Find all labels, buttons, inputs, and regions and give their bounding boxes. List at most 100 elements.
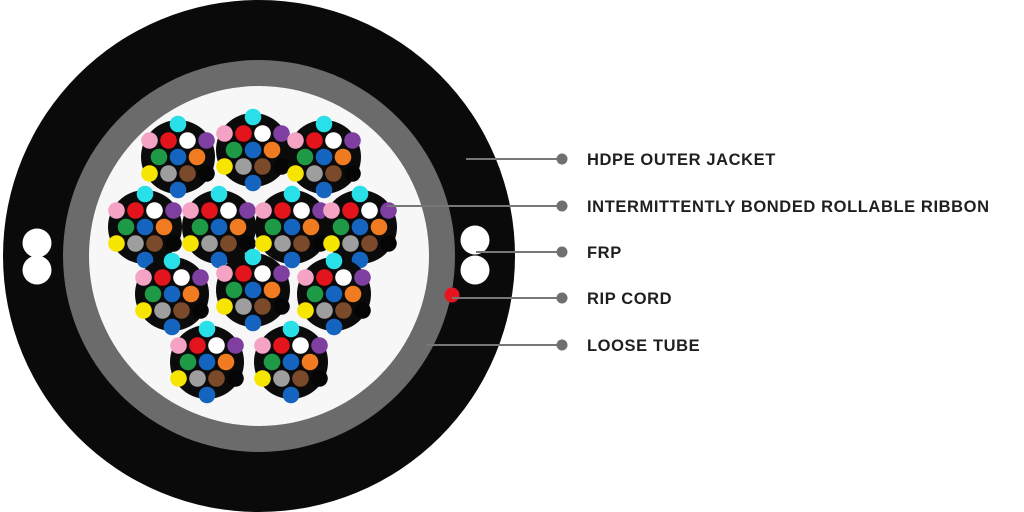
fiber: [244, 314, 262, 332]
ribbon-bundle: [108, 185, 182, 269]
fiber: [311, 337, 328, 354]
fiber: [380, 202, 397, 219]
frp-rods-right: [460, 225, 490, 285]
frp-rod: [460, 255, 490, 285]
fiber: [254, 370, 271, 387]
fiber: [344, 132, 361, 149]
ribbon-bundle: [287, 115, 361, 199]
label-loose-tube: LOOSE TUBE: [587, 337, 700, 355]
rip-cord: [444, 287, 460, 303]
fiber: [108, 235, 125, 252]
fiber: [191, 218, 209, 236]
fiber: [342, 202, 359, 219]
fiber: [117, 218, 135, 236]
fiber: [229, 218, 247, 236]
fiber: [146, 202, 163, 219]
fiber: [244, 108, 262, 126]
fiber: [160, 165, 177, 182]
fiber: [306, 285, 324, 303]
fiber: [263, 353, 281, 371]
ribbon-bundles: [108, 108, 397, 404]
fiber: [173, 269, 190, 286]
fiber: [146, 235, 163, 252]
ribbon-bundle: [182, 185, 256, 269]
fiber: [235, 298, 252, 315]
fiber: [188, 148, 206, 166]
fiber: [325, 318, 343, 336]
fiber: [354, 269, 371, 286]
fiber: [282, 353, 300, 371]
callout-frp: FRP: [476, 244, 621, 262]
fiber: [136, 185, 154, 203]
leader-dot: [556, 292, 568, 304]
fiber: [325, 252, 343, 270]
fiber: [323, 235, 340, 252]
fiber: [264, 218, 282, 236]
fiber: [182, 285, 200, 303]
fiber: [239, 202, 256, 219]
fiber: [192, 302, 209, 319]
fiber: [344, 165, 361, 182]
fiber: [311, 370, 328, 387]
ribbon-bundle: [135, 252, 209, 336]
fiber: [274, 202, 291, 219]
fiber: [293, 202, 310, 219]
fiber: [155, 218, 173, 236]
fiber: [274, 235, 291, 252]
fiber: [208, 337, 225, 354]
fiber: [163, 318, 181, 336]
callouts: HDPE OUTER JACKET INTERMITTENTLY BONDED …: [387, 151, 990, 355]
fiber: [244, 281, 262, 299]
fiber: [370, 218, 388, 236]
fiber: [189, 337, 206, 354]
fiber: [201, 235, 218, 252]
leader-dot: [556, 200, 568, 212]
fiber: [179, 132, 196, 149]
fiber: [208, 370, 225, 387]
fiber: [189, 370, 206, 387]
fiber: [273, 265, 290, 282]
fiber: [301, 353, 319, 371]
fiber: [283, 251, 301, 269]
fiber: [325, 132, 342, 149]
fiber: [297, 302, 314, 319]
fiber: [235, 158, 252, 175]
callout-rip-cord: RIP CORD: [452, 290, 672, 308]
fiber: [136, 251, 154, 269]
ribbon-bundle: [170, 320, 244, 404]
fiber: [160, 132, 177, 149]
fiber: [135, 269, 152, 286]
fiber: [192, 269, 209, 286]
fiber: [136, 218, 154, 236]
fiber: [306, 165, 323, 182]
fiber: [361, 235, 378, 252]
leader-dot: [556, 246, 568, 258]
fiber: [325, 165, 342, 182]
fiber: [315, 115, 333, 133]
fiber: [169, 181, 187, 199]
fiber: [297, 269, 314, 286]
fiber: [287, 132, 304, 149]
fiber: [225, 281, 243, 299]
fiber: [254, 125, 271, 142]
fiber: [216, 125, 233, 142]
label-hdpe-outer-jacket: HDPE OUTER JACKET: [587, 151, 776, 169]
fiber: [315, 148, 333, 166]
ribbon-bundle: [216, 248, 290, 332]
fiber: [292, 337, 309, 354]
fiber: [170, 370, 187, 387]
label-rollable-ribbon: INTERMITTENTLY BONDED ROLLABLE RIBBON: [587, 198, 990, 216]
fiber: [198, 320, 216, 338]
fiber: [332, 218, 350, 236]
fiber: [201, 202, 218, 219]
fiber: [127, 202, 144, 219]
frp-rod: [22, 255, 52, 285]
callout-hdpe-outer-jacket: HDPE OUTER JACKET: [466, 151, 776, 169]
fiber: [173, 302, 190, 319]
fiber: [283, 185, 301, 203]
fiber: [163, 285, 181, 303]
fiber: [335, 269, 352, 286]
fiber: [235, 125, 252, 142]
fiber: [169, 148, 187, 166]
